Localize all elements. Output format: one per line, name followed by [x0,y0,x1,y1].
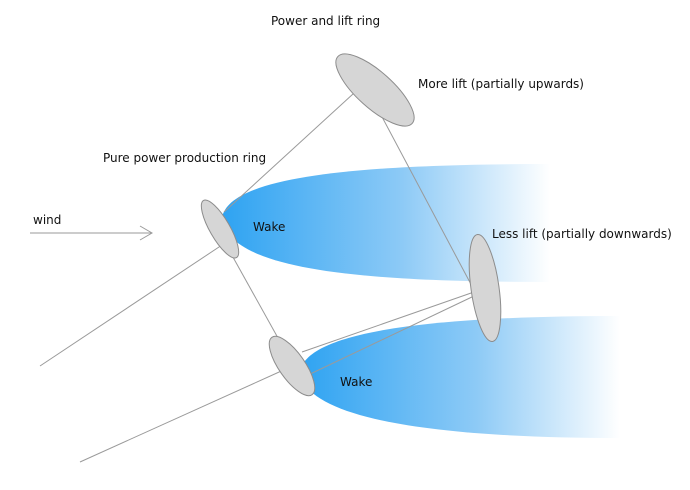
label-pure-ring: Pure power production ring [103,151,266,165]
label-top-ring: Power and lift ring [271,14,380,28]
link-bottom-kite-to-less-lift-2 [305,295,475,377]
kite-pure-power [200,199,240,259]
label-less-lift: Less lift (partially downwards) [492,227,672,241]
kite-less-lift [468,233,502,343]
label-wind: wind [33,213,61,227]
wind-arrow-icon [30,225,153,241]
link-pure-to-top [223,82,366,213]
link-top-to-less-lift [371,97,475,291]
tether-upper [39,244,223,367]
kite-lower [268,335,316,397]
label-more-lift: More lift (partially upwards) [418,77,584,91]
link-bottom-kite-to-less-lift [301,291,475,353]
wake-upper-shape [222,164,550,282]
link-pure-to-bottom-kite [228,249,279,339]
label-wake-upper: Wake [253,220,285,234]
kite-top [335,53,415,127]
label-wake-lower: Wake [340,375,372,389]
wake-lower-shape [300,316,620,438]
tether-lower [79,367,289,463]
